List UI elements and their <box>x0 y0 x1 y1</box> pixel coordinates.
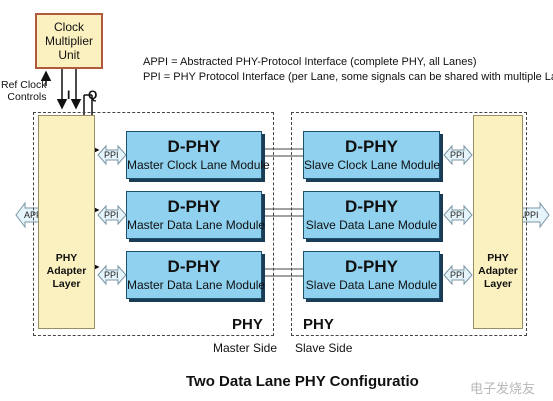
master-clock-lane-module: D-PHY Master Clock Lane Module <box>126 131 270 179</box>
phy-label-slave: PHY <box>303 316 334 333</box>
adapter-layer-right: PHY Adapter Layer <box>473 115 523 329</box>
module-subtitle: Master Clock Lane Module <box>127 158 270 172</box>
adapter-right-line3: Layer <box>483 278 513 290</box>
appi-label-left: APPI <box>24 210 45 220</box>
adapter-label-left: PHY Adapter Layer <box>39 252 94 291</box>
watermark: 电子发烧友 <box>470 381 536 396</box>
ref-clock-line2: Controls <box>7 91 47 103</box>
module-title: D-PHY <box>345 257 398 276</box>
master-data-lane-module-2: D-PHY Master Data Lane Module <box>126 251 266 299</box>
master-side-label: Master Side <box>213 341 278 355</box>
legend-ppi: PPI = PHY Protocol Interface (per Lane, … <box>143 71 553 83</box>
module-subtitle: Slave Data Lane Module <box>305 218 438 232</box>
lane-wires <box>262 148 303 277</box>
ppi-arrow-slave-2 <box>443 204 473 226</box>
master-ppi-arrows <box>97 144 127 286</box>
ref-clock-controls: Ref Clock Controls <box>1 79 47 103</box>
module-title: D-PHY <box>167 197 221 216</box>
ppi-label-master-1: PPI <box>104 150 119 160</box>
slave-ppi-arrows <box>443 144 473 286</box>
adapter-right-line1: PHY <box>487 252 509 264</box>
module-title: D-PHY <box>167 137 221 156</box>
module-title: D-PHY <box>345 197 398 216</box>
module-subtitle: Master Data Lane Module <box>127 278 266 292</box>
legend-appi: APPI = Abstracted PHY-Protocol Interface… <box>143 56 477 68</box>
module-subtitle: Slave Data Lane Module <box>305 278 438 292</box>
adapter-label-right: PHY Adapter Layer <box>474 252 522 291</box>
clock-unit-line1: Clock <box>53 20 84 34</box>
ppi-label-master-3: PPI <box>104 270 119 280</box>
module-title: D-PHY <box>345 137 398 156</box>
module-subtitle: Slave Clock Lane Module <box>304 158 441 172</box>
master-side-region <box>33 112 274 336</box>
appi-label-right: APPI <box>518 210 539 220</box>
q-label: Q <box>88 88 98 102</box>
clock-unit-line3: Unit <box>58 48 80 62</box>
adapter-left-line2: Adapter <box>46 265 87 277</box>
module-title: D-PHY <box>167 257 221 276</box>
slave-clock-lane-module: D-PHY Slave Clock Lane Module <box>303 131 440 179</box>
diagram-caption: Two Data Lane PHY Configuratio <box>186 373 419 390</box>
module-subtitle: Master Data Lane Module <box>127 218 266 232</box>
adapter-layer-left: PHY Adapter Layer <box>38 115 95 329</box>
clock-unit-line2: Multiplier <box>44 34 93 48</box>
ppi-arrow-slave-3 <box>443 264 473 286</box>
adapter-right-line2: Adapter <box>478 265 518 277</box>
i-label: I <box>67 88 71 102</box>
slave-side-label: Slave Side <box>295 341 353 355</box>
ppi-label-slave-2: PPI <box>450 210 465 220</box>
ppi-label-slave-3: PPI <box>450 270 465 280</box>
slave-data-lane-module-1: D-PHY Slave Data Lane Module <box>303 191 440 239</box>
ref-clock-line1: Ref Clock <box>1 79 47 91</box>
adapter-left-line3: Layer <box>52 278 81 290</box>
ppi-label-slave-1: PPI <box>450 150 465 160</box>
ppi-label-master-2: PPI <box>104 210 119 220</box>
slave-data-lane-module-2: D-PHY Slave Data Lane Module <box>303 251 440 299</box>
phy-label-master: PHY <box>232 316 263 333</box>
adapter-left-line1: PHY <box>55 252 78 264</box>
master-data-lane-module-1: D-PHY Master Data Lane Module <box>126 191 266 239</box>
slave-side-region <box>291 112 527 336</box>
clock-multiplier-unit: Clock Multiplier Unit <box>35 13 103 69</box>
ppi-arrow-slave-1 <box>443 144 473 166</box>
